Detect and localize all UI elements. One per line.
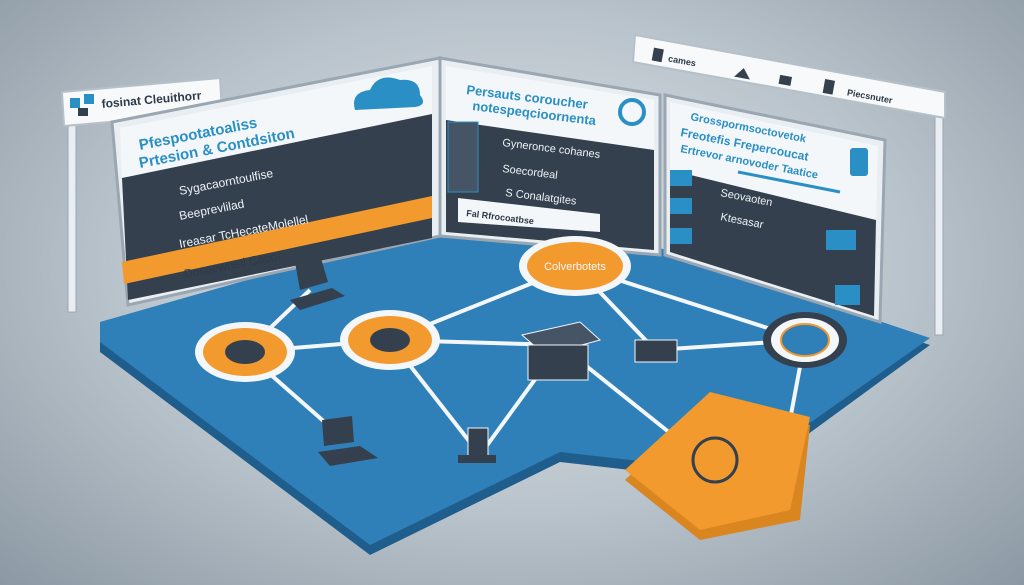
left-panel: Pfespootatoaliss Prtesion & Contdsiton S… [110, 56, 442, 307]
printer-icon [634, 339, 678, 363]
plug-icon [778, 74, 792, 86]
database-icon [670, 170, 692, 186]
phone-icon [458, 427, 496, 463]
server-stack-icon [520, 321, 602, 381]
node-orange-circle [340, 310, 440, 370]
node-dark-circle [763, 312, 847, 368]
network-icon [70, 94, 94, 116]
node-orange-circle: Colverbotets [519, 236, 631, 296]
server-icon [651, 47, 664, 63]
node-orange-square [625, 392, 810, 540]
banner-pole [67, 111, 77, 313]
folder-icon [826, 230, 856, 250]
router-icon [734, 68, 750, 80]
cloud-icon [354, 77, 424, 110]
device-icon [850, 148, 868, 176]
database-icon [670, 228, 692, 244]
chart-icon [225, 340, 265, 364]
node-orange-circle [195, 322, 295, 382]
globe-icon [780, 323, 830, 357]
database-icon [670, 198, 692, 214]
document-icon [822, 79, 836, 95]
right-panel: Grosspormsoctovetok Freotefis Frepercouc… [663, 93, 887, 325]
right-banner: cames Piecsnuter [631, 33, 946, 120]
laptop-icon [318, 416, 378, 466]
banner-pole [934, 104, 944, 336]
chart-icon [370, 328, 410, 352]
storage-icon [835, 285, 860, 305]
middle-panel: Persauts coroucher notespeqcioornenta Gy… [438, 56, 662, 257]
globe-icon [691, 436, 739, 484]
right-banner-item-label: cames [667, 53, 696, 68]
webcam-icon [618, 98, 646, 126]
server-rack-icon [447, 121, 479, 193]
node-label: Colverbotets [544, 261, 606, 273]
laptop-icon [290, 255, 345, 310]
divider [737, 170, 841, 194]
